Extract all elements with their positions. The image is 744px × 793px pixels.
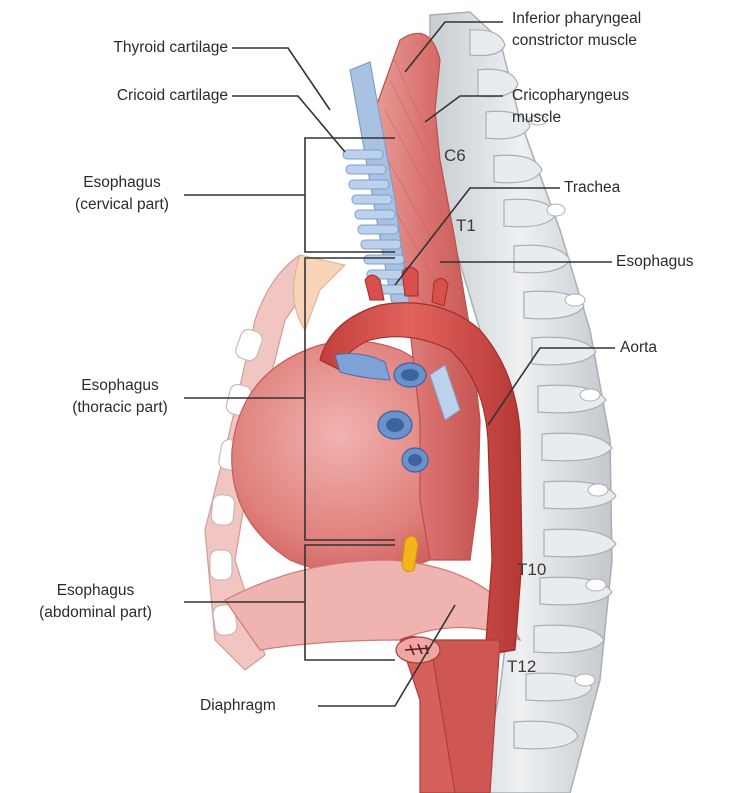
label-cricopharyngeus-line2: muscle (512, 107, 629, 129)
leader-cricoid (232, 96, 345, 152)
vertebra-label-t12: T12 (507, 657, 536, 677)
diaphragm-shape (225, 560, 520, 650)
label-esophagus-abdominal-line1: Esophagus (8, 580, 183, 602)
label-inferior-pharyngeal: Inferior pharyngeal constrictor muscle (512, 8, 641, 52)
diaphragm-crura (396, 637, 500, 793)
label-inferior-pharyngeal-line1: Inferior pharyngeal (512, 8, 641, 30)
label-diaphragm: Diaphragm (200, 695, 276, 717)
label-aorta: Aorta (620, 337, 657, 359)
label-esophagus-thoracic-line2: (thoracic part) (55, 397, 185, 419)
label-cricopharyngeus: Cricopharyngeus muscle (512, 85, 629, 129)
label-esophagus-abdominal-line2: (abdominal part) (8, 602, 183, 624)
label-thyroid-cartilage: Thyroid cartilage (38, 37, 228, 59)
label-esophagus-abdominal: Esophagus (abdominal part) (8, 580, 183, 624)
label-cricopharyngeus-line1: Cricopharyngeus (512, 85, 629, 107)
vertebra-label-c6: C6 (444, 146, 466, 166)
vertebra-label-t10: T10 (517, 560, 546, 580)
label-inferior-pharyngeal-line2: constrictor muscle (512, 30, 641, 52)
label-esophagus-cervical-line2: (cervical part) (62, 194, 182, 216)
vertebra-label-t1: T1 (456, 216, 476, 236)
label-trachea: Trachea (564, 177, 620, 199)
label-esophagus-right: Esophagus (616, 251, 694, 273)
label-esophagus-cervical: Esophagus (cervical part) (62, 172, 182, 216)
label-cricoid-cartilage: Cricoid cartilage (38, 85, 228, 107)
leader-thyroid (232, 48, 330, 110)
label-esophagus-thoracic: Esophagus (thoracic part) (55, 375, 185, 419)
label-esophagus-cervical-line1: Esophagus (62, 172, 182, 194)
label-esophagus-thoracic-line1: Esophagus (55, 375, 185, 397)
